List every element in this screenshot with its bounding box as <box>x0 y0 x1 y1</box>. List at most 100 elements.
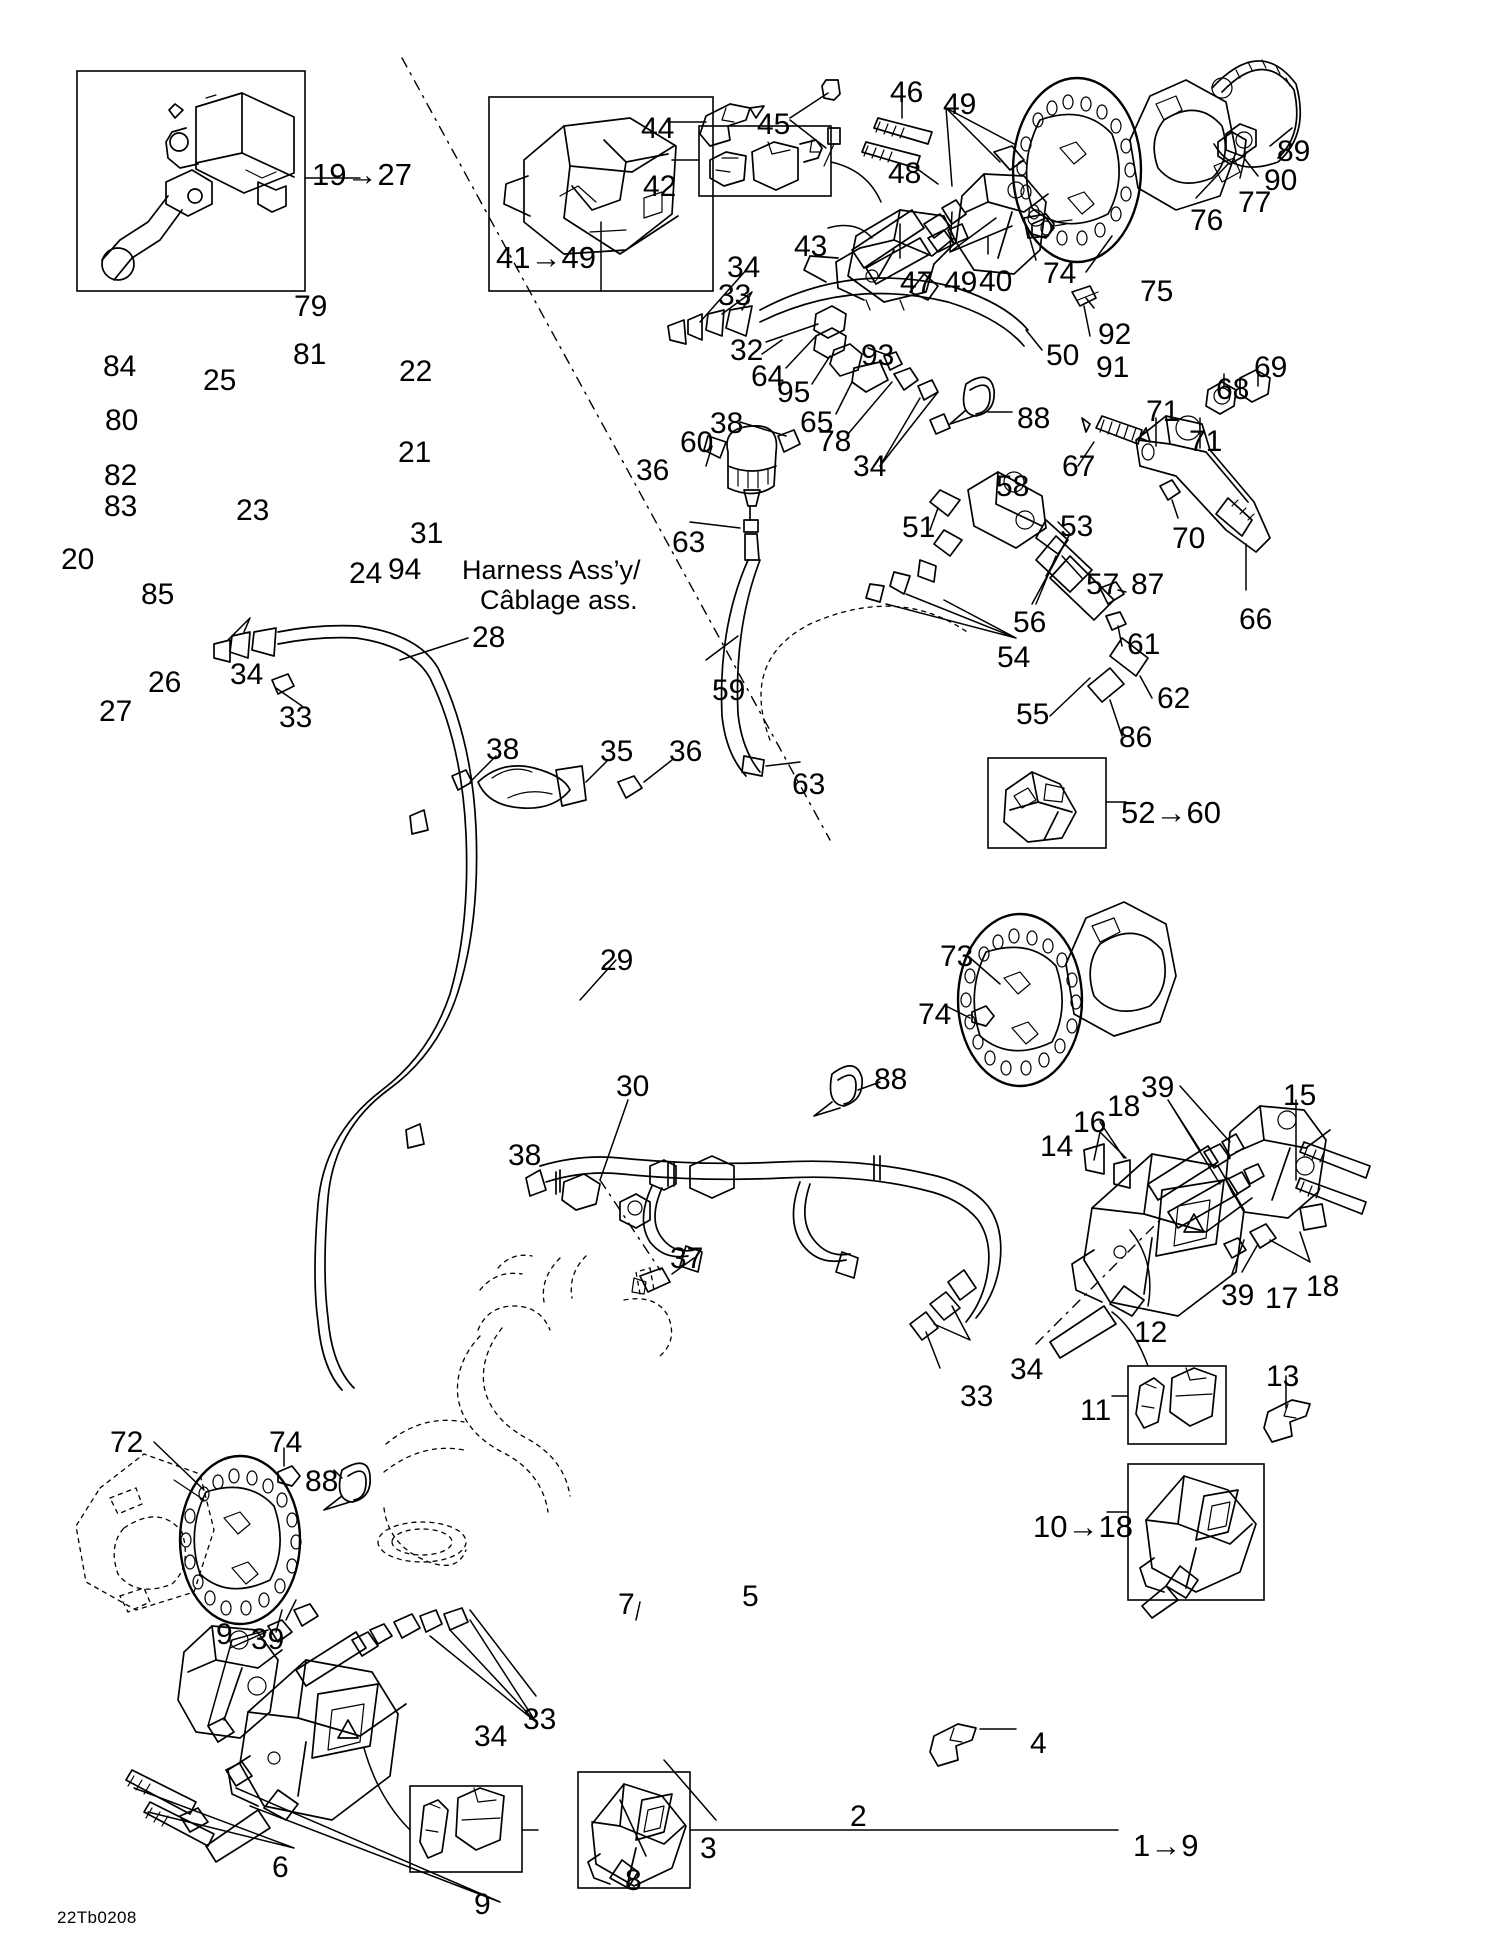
callout-85: 85 <box>141 578 175 611</box>
callout-87: 87 <box>1131 568 1165 601</box>
callout-90: 90 <box>1264 164 1298 197</box>
callout-21: 21 <box>398 436 432 469</box>
callout-11: 11 <box>1080 1394 1112 1427</box>
callout-20: 20 <box>61 543 95 576</box>
callout-2: 2 <box>850 1800 867 1833</box>
callout-67: 67 <box>1062 450 1096 483</box>
callout-39: 39 <box>1141 1071 1175 1104</box>
callout-24: 24 <box>349 557 383 590</box>
bracket-35-36-38 <box>451 755 673 810</box>
callout-30: 30 <box>616 1070 650 1103</box>
hardware-45-pin-clip <box>789 79 841 167</box>
callout-89: 89 <box>1277 135 1311 168</box>
callout-34: 34 <box>474 1720 508 1753</box>
callout-39: 39 <box>1221 1279 1255 1312</box>
callout-5: 5 <box>742 1580 759 1613</box>
front-brake-line-50 <box>667 267 1043 355</box>
callout-19-27: 19→27 <box>312 157 412 192</box>
callout-88: 88 <box>1017 402 1051 435</box>
callout-83: 83 <box>104 490 138 523</box>
callout-34: 34 <box>853 450 887 483</box>
callout-18: 18 <box>1306 1270 1340 1303</box>
callout-93: 93 <box>861 339 895 372</box>
callout-58: 58 <box>996 470 1030 503</box>
callout-33: 33 <box>718 279 752 312</box>
callout-88: 88 <box>305 1465 339 1498</box>
parking-brake-linkage <box>760 471 1153 741</box>
callout-8: 8 <box>625 1864 642 1897</box>
shim-4 <box>929 1723 1017 1767</box>
disc-bolt-74 <box>1027 217 1067 261</box>
callout-81: 81 <box>293 338 327 371</box>
callout-63: 63 <box>672 526 706 559</box>
callout-73: 73 <box>940 940 974 973</box>
callout-48: 48 <box>888 157 922 190</box>
callout-92: 92 <box>1098 318 1132 351</box>
harness-note: Harness Ass’y/Câblage ass. <box>462 555 641 615</box>
callout-62: 62 <box>1157 682 1191 715</box>
callout-69: 69 <box>1254 351 1288 384</box>
callout-38: 38 <box>710 407 744 440</box>
callout-63: 63 <box>792 768 826 801</box>
callout-64: 64 <box>751 360 785 393</box>
detail-box-parking-brake <box>987 757 1127 849</box>
callout-76: 76 <box>1190 204 1224 237</box>
callout-28: 28 <box>472 621 506 654</box>
callout-38: 38 <box>508 1139 542 1172</box>
callout-49: 49 <box>943 88 977 121</box>
callout-33: 33 <box>960 1380 994 1413</box>
hub-bracket-76 <box>1129 77 1241 211</box>
seal-ring-89-90 <box>1211 59 1302 177</box>
brake-pedal-66 <box>1077 369 1271 591</box>
callout-4: 4 <box>1030 1727 1047 1760</box>
callout-16: 16 <box>1073 1106 1107 1139</box>
callout-23: 23 <box>236 494 270 527</box>
callout-46: 46 <box>890 76 924 109</box>
callout-33: 33 <box>279 701 313 734</box>
shim-13 <box>1263 1375 1311 1443</box>
detail-box-rear-caliper-assembly <box>1106 1463 1265 1619</box>
hardware-46-bolts <box>861 95 933 169</box>
callout-27: 27 <box>99 695 133 728</box>
front-brake-hose-28-29 <box>213 617 617 1391</box>
callout-18: 18 <box>1107 1090 1141 1123</box>
detail-box-front-pad-set <box>671 125 882 203</box>
callout-34: 34 <box>1010 1353 1044 1386</box>
rear-brake-disc-73 <box>945 901 1177 1088</box>
callout-84: 84 <box>103 350 137 383</box>
callout-52-60: 52→60 <box>1121 795 1221 830</box>
callout-32: 32 <box>730 334 764 367</box>
callout-80: 80 <box>105 404 139 437</box>
callout-45: 45 <box>757 108 791 141</box>
callout-71: 71 <box>1189 425 1223 458</box>
callout-9: 9 <box>216 1618 233 1651</box>
callout-10-18: 10→18 <box>1033 1509 1133 1544</box>
harness-note-line2: Câblage ass. <box>480 585 638 616</box>
callout-68: 68 <box>1216 373 1250 406</box>
suspension-ghost <box>377 1254 673 1566</box>
harness-note-line1: Harness Ass’y/ <box>462 555 641 585</box>
callout-22: 22 <box>399 355 433 388</box>
callout-14: 14 <box>1040 1130 1074 1163</box>
callout-54: 54 <box>997 641 1031 674</box>
callout-34: 34 <box>727 251 761 284</box>
line-fittings-group <box>765 305 951 467</box>
detail-box-caliper-lower <box>577 1771 1119 1889</box>
section-divider-line <box>401 57 831 841</box>
callout-6: 6 <box>272 1851 289 1884</box>
callout-61: 61 <box>1127 628 1161 661</box>
callout-49: 49 <box>944 266 978 299</box>
callout-29: 29 <box>600 944 634 977</box>
callout-12: 12 <box>1134 1316 1168 1349</box>
callout-3: 3 <box>700 1832 717 1865</box>
callout-55: 55 <box>1016 698 1050 731</box>
fitting-92-91 <box>1071 285 1099 337</box>
cable-clip-88-upper <box>949 376 1013 425</box>
callout-39: 39 <box>251 1623 285 1656</box>
callout-78: 78 <box>818 425 852 458</box>
callout-74: 74 <box>1043 257 1077 290</box>
detail-box-master-cylinder <box>76 70 361 292</box>
callout-25: 25 <box>203 364 237 397</box>
